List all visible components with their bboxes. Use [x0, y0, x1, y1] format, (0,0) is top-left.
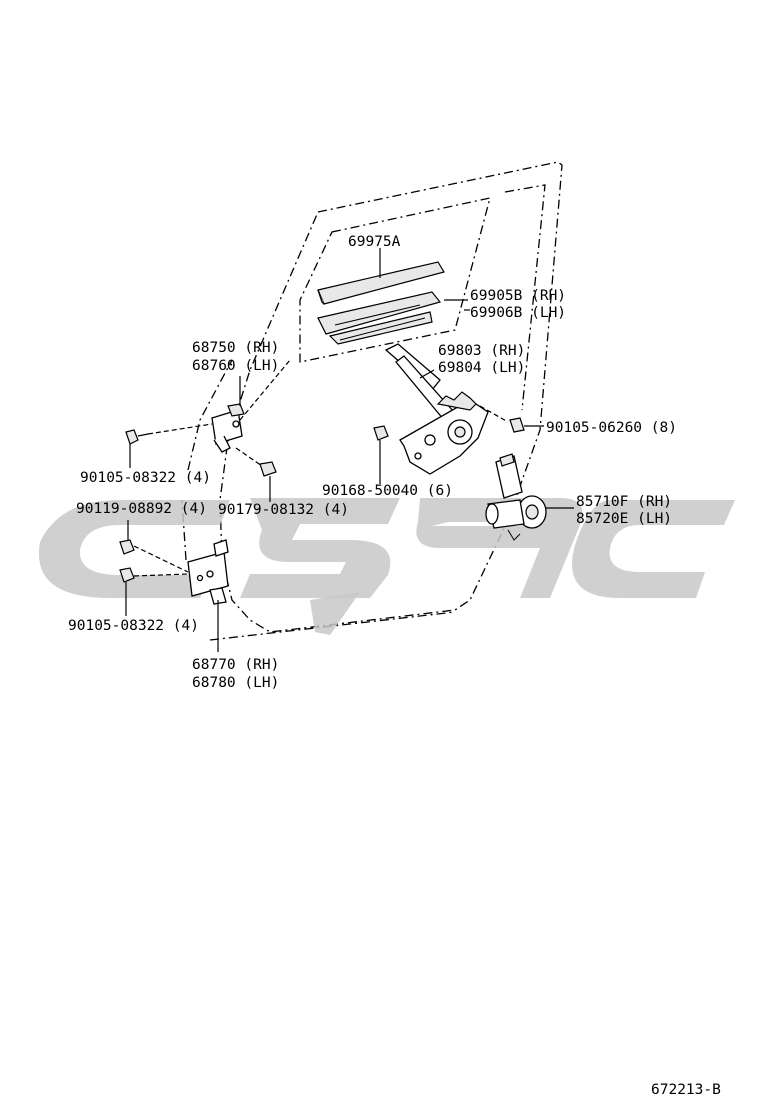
label-weatherstrip-rh: 69905B (RH) [470, 288, 566, 304]
label-motor-rh: 85710F (RH) [576, 494, 672, 510]
nut-icon [235, 447, 277, 502]
label-lock-lh: 68760 (LH) [192, 358, 279, 374]
window-regulator-icon [384, 343, 509, 475]
label-bolt-upper: 90105-08322 (4) [80, 470, 211, 486]
weatherstrip-icon [317, 248, 470, 345]
clip-icon [373, 425, 389, 484]
label-weatherstrip-lh: 69906B (LH) [470, 305, 566, 321]
label-motor-lh: 85720E (LH) [576, 511, 672, 527]
label-glass-run: 69975A [348, 234, 401, 250]
label-nut: 90179-08132 (4) [218, 502, 349, 518]
label-lock-rh: 68750 (RH) [192, 340, 279, 356]
regulator-motor-icon [485, 453, 574, 541]
bolt-icon [509, 417, 544, 433]
label-bolt-119: 90119-08892 (4) [76, 501, 207, 517]
label-hinge-rh: 68770 (RH) [192, 657, 279, 673]
label-hinge-lh: 68780 (LH) [192, 675, 279, 691]
label-regulator-lh: 69804 (LH) [438, 360, 525, 376]
bolt-icon [119, 520, 189, 616]
label-regulator-rh: 69803 (RH) [438, 343, 525, 359]
label-bolt-regulator: 90105-06260 (8) [546, 420, 677, 436]
drawing-number: 672213-B [651, 1082, 721, 1098]
label-bolt-lower: 90105-08322 (4) [68, 618, 199, 634]
hinge-upper-icon [211, 359, 291, 453]
hinge-lower-icon [187, 539, 229, 652]
label-clip: 90168-50040 (6) [322, 483, 453, 499]
bolt-icon [125, 423, 213, 468]
